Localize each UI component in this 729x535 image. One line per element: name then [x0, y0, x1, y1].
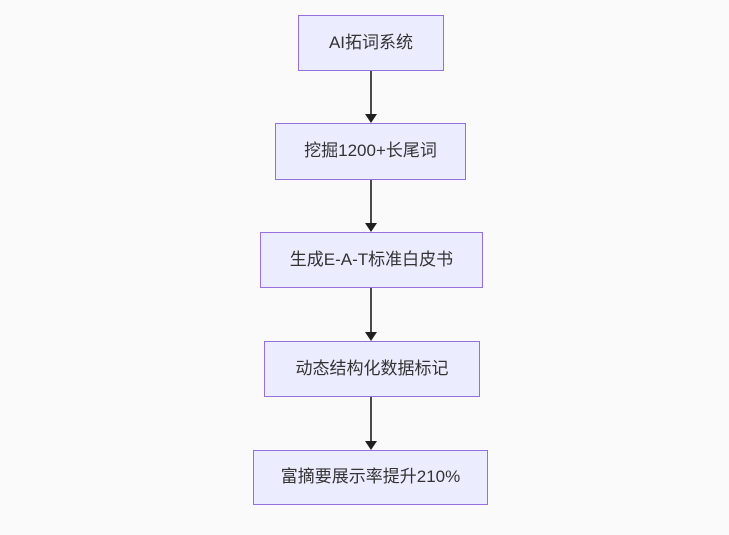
arrowhead-down-icon	[365, 223, 377, 232]
flow-edge-b-c	[364, 180, 378, 232]
arrowhead-down-icon	[365, 332, 377, 341]
edge-line	[370, 288, 372, 333]
edge-line	[370, 180, 372, 224]
flow-node-rich-snippet-result: 富摘要展示率提升210%	[253, 450, 488, 505]
arrowhead-down-icon	[365, 114, 377, 123]
flow-node-label: AI拓词系统	[328, 32, 414, 52]
edge-line	[370, 71, 372, 115]
flow-edge-c-d	[364, 288, 378, 341]
flow-node-label: 富摘要展示率提升210%	[280, 467, 461, 487]
flow-edge-d-e	[364, 397, 378, 450]
flow-node-label: 动态结构化数据标记	[295, 358, 449, 378]
edge-line	[370, 397, 372, 442]
flow-node-ai-word-system: AI拓词系统	[298, 15, 444, 71]
flow-edge-a-b	[364, 71, 378, 123]
flow-node-label: 生成E-A-T标准白皮书	[289, 249, 454, 269]
flow-node-structured-data-markup: 动态结构化数据标记	[264, 341, 480, 397]
flow-node-longtail-mining: 挖掘1200+长尾词	[275, 123, 466, 180]
arrowhead-down-icon	[365, 441, 377, 450]
flow-node-label: 挖掘1200+长尾词	[304, 141, 437, 161]
flow-node-eat-whitepaper: 生成E-A-T标准白皮书	[260, 232, 483, 288]
